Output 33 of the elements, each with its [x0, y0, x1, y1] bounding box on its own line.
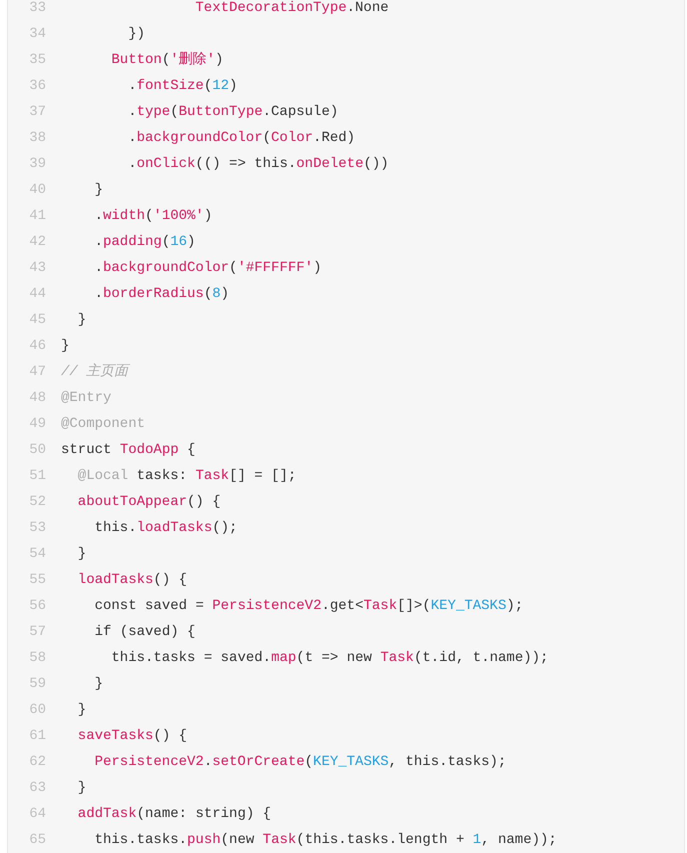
- code-line: Button('删除'): [111, 50, 224, 70]
- code-line: .fontSize(12): [128, 77, 238, 96]
- code-line: @Local tasks: Task[] = [];: [78, 467, 296, 486]
- code-line: }: [78, 545, 86, 564]
- code-line: this.tasks = saved.map(t => new Task(t.id, t.name));: [111, 649, 548, 668]
- code-line: }: [78, 311, 86, 330]
- code-line: }): [128, 25, 145, 44]
- code-line: PersistenceV2.setOrCreate(KEY_TASKS, this.tasks);: [94, 753, 506, 772]
- code-line: this.loadTasks();: [94, 519, 238, 538]
- code-line: loadTasks() {: [78, 571, 188, 590]
- code-line: if (saved) {: [94, 623, 196, 642]
- code-line: }: [94, 181, 103, 200]
- code-line: @Component: [61, 415, 146, 434]
- code-line: addTask(name: string) {: [78, 805, 272, 824]
- code-line: saveTasks() {: [78, 727, 188, 746]
- code-line: .onClick(() => this.onDelete()): [128, 155, 389, 174]
- code-line: .borderRadius(8): [94, 285, 230, 304]
- code-line: }: [61, 337, 70, 356]
- code-line: .backgroundColor(Color.Red): [128, 129, 356, 148]
- code-line: }: [78, 779, 86, 798]
- code-line: .backgroundColor('#FFFFFF'): [94, 259, 322, 278]
- code-line: .padding(16): [94, 233, 196, 252]
- code-line: struct TodoApp {: [61, 441, 196, 460]
- code-line: aboutToAppear() {: [78, 493, 221, 512]
- code-line: const saved = PersistenceV2.get<Task[]>(KEY_TASKS);: [94, 597, 524, 616]
- code-line: TextDecorationType.None: [195, 0, 389, 18]
- code-line: .type(ButtonType.Capsule): [128, 103, 338, 122]
- code-line: this.tasks.push(new Task(this.tasks.length + 1, name));: [94, 831, 557, 850]
- code-line: }: [94, 675, 103, 694]
- code-line: }: [78, 701, 86, 720]
- code-comment: // 主页面: [61, 362, 128, 382]
- code-line: @Entry: [61, 389, 112, 408]
- code-line: .width('100%'): [94, 207, 212, 226]
